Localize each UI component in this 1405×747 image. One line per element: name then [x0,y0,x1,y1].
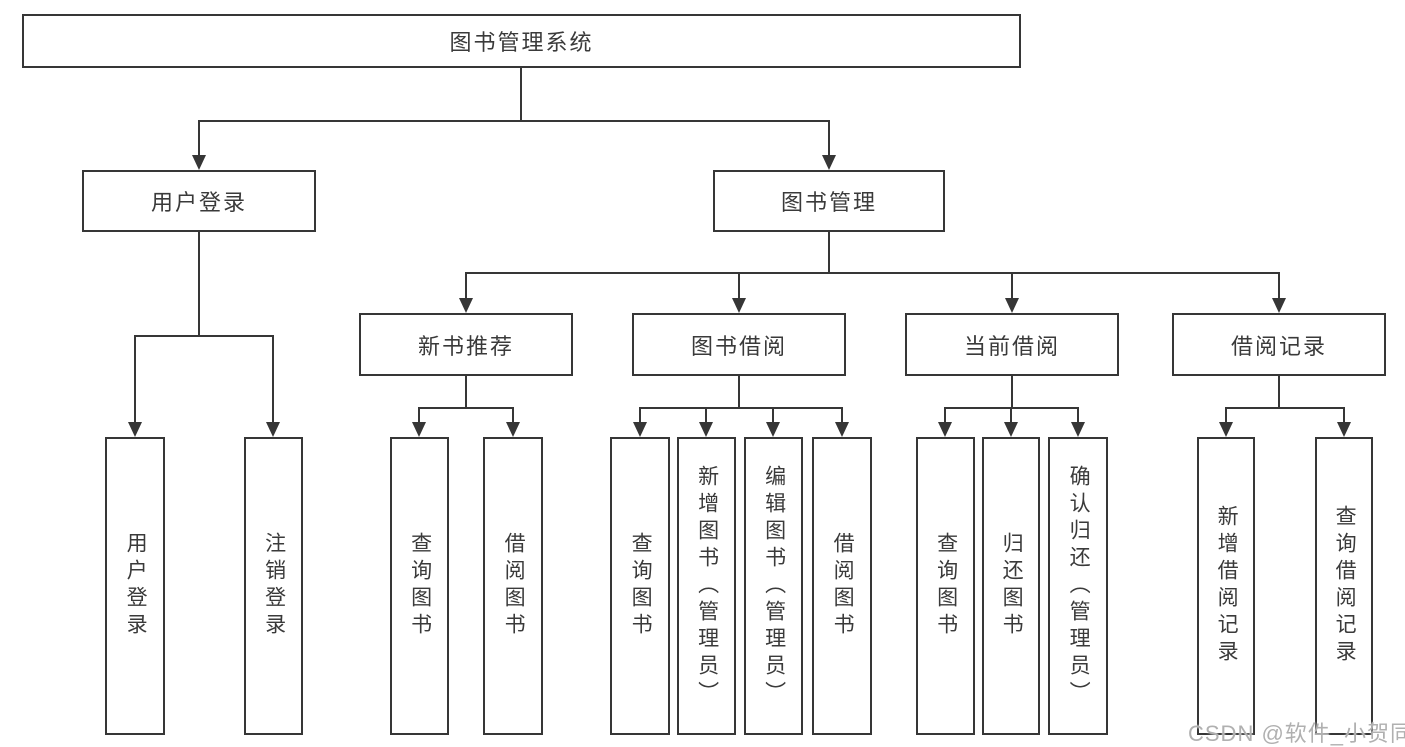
arrowhead-icon [766,422,780,437]
leaf-label: 注销登录 [262,532,286,640]
leaf-label: 借阅图书 [502,532,526,640]
connector-arrow-shaft [1010,407,1012,424]
leaf-label: 查询图书 [408,532,432,640]
connector-arrow-shaft [512,407,514,424]
leaf-query-book-3: 查询图书 [916,437,975,735]
connector-bookmgmt-stem [828,232,830,272]
connector-arrow-shaft [1225,407,1227,424]
leaf-query-book-1: 查询图书 [390,437,449,735]
connector-arrow-shaft [738,272,740,300]
connector-group1-hbar [418,407,514,409]
connector-arrow-shaft [772,407,774,424]
arrowhead-icon [1337,422,1351,437]
node-borrow-record: 借阅记录 [1172,313,1386,376]
leaf-label: 借阅图书 [831,532,855,640]
arrowhead-icon [1071,422,1085,437]
arrowhead-icon [1005,298,1019,313]
connector-group1-stem [465,376,467,407]
connector-arrow-shaft [1343,407,1345,424]
leaf-user-login: 用户登录 [105,437,165,735]
leaf-label: 查询借阅记录 [1333,505,1357,667]
arrowhead-icon [938,422,952,437]
leaf-logout: 注销登录 [244,437,303,735]
leaf-borrow-book-2: 借阅图书 [812,437,872,735]
connector-arrow-shaft [944,407,946,424]
leaf-borrow-book-1: 借阅图书 [483,437,543,735]
arrowhead-icon [412,422,426,437]
leaf-label: 查询图书 [934,532,958,640]
connector-group2-stem [738,376,740,407]
connector-arrow-shaft [418,407,420,424]
connector-arrow-shaft [1077,407,1079,424]
arrowhead-icon [1004,422,1018,437]
connector-arrow-shaft [1011,272,1013,300]
arrowhead-icon [192,155,206,170]
leaf-label: 编辑图书（管理员） [762,464,786,708]
leaf-label: 新增图书（管理员） [695,464,719,708]
connector-arrow-shaft [1278,272,1280,300]
node-user-login: 用户登录 [82,170,316,232]
connector-bookmgmt-hbar [465,272,1280,274]
node-root: 图书管理系统 [22,14,1021,68]
connector-group2-hbar [639,407,843,409]
connector-arrow-shaft [134,335,136,423]
arrowhead-icon [1272,298,1286,313]
arrowhead-icon [506,422,520,437]
arrowhead-icon [835,422,849,437]
leaf-label: 归还图书 [1000,532,1024,640]
leaf-label: 确认归还（管理员） [1067,464,1091,708]
arrowhead-icon [732,298,746,313]
connector-arrow-shaft [639,407,641,424]
node-new-book-recommend: 新书推荐 [359,313,573,376]
leaf-add-book-admin: 新增图书（管理员） [677,437,736,735]
arrowhead-icon [128,422,142,437]
leaf-label: 用户登录 [124,532,148,640]
connector-group4-hbar [1225,407,1345,409]
leaf-label: 查询图书 [629,532,653,640]
connector-root-stem [520,68,522,120]
arrowhead-icon [459,298,473,313]
connector-arrow-shaft [465,272,467,300]
connector-arrow-shaft [272,335,274,423]
connector-userlogin-hbar [134,335,274,337]
leaf-edit-book-admin: 编辑图书（管理员） [744,437,803,735]
leaf-confirm-return-admin: 确认归还（管理员） [1048,437,1108,735]
csdn-watermark: CSDN @软件_小贺同学 [1188,721,1405,746]
connector-group4-stem [1278,376,1280,407]
connector-arrow-shaft [841,407,843,424]
leaf-return-book: 归还图书 [982,437,1040,735]
connector-userlogin-stem [198,232,200,335]
leaf-add-borrow-record: 新增借阅记录 [1197,437,1255,735]
connector-arrow-shaft [198,120,200,158]
arrowhead-icon [266,422,280,437]
node-book-borrow: 图书借阅 [632,313,846,376]
arrowhead-icon [699,422,713,437]
arrowhead-icon [633,422,647,437]
node-current-borrow: 当前借阅 [905,313,1119,376]
connector-arrow-shaft [828,120,830,158]
connector-arrow-shaft [705,407,707,424]
arrowhead-icon [822,155,836,170]
leaf-label: 新增借阅记录 [1215,505,1239,667]
leaf-query-borrow-record: 查询借阅记录 [1315,437,1373,735]
arrowhead-icon [1219,422,1233,437]
connector-group3-stem [1011,376,1013,407]
leaf-query-book-2: 查询图书 [610,437,670,735]
connector-root-hbar [198,120,830,122]
node-book-management: 图书管理 [713,170,945,232]
